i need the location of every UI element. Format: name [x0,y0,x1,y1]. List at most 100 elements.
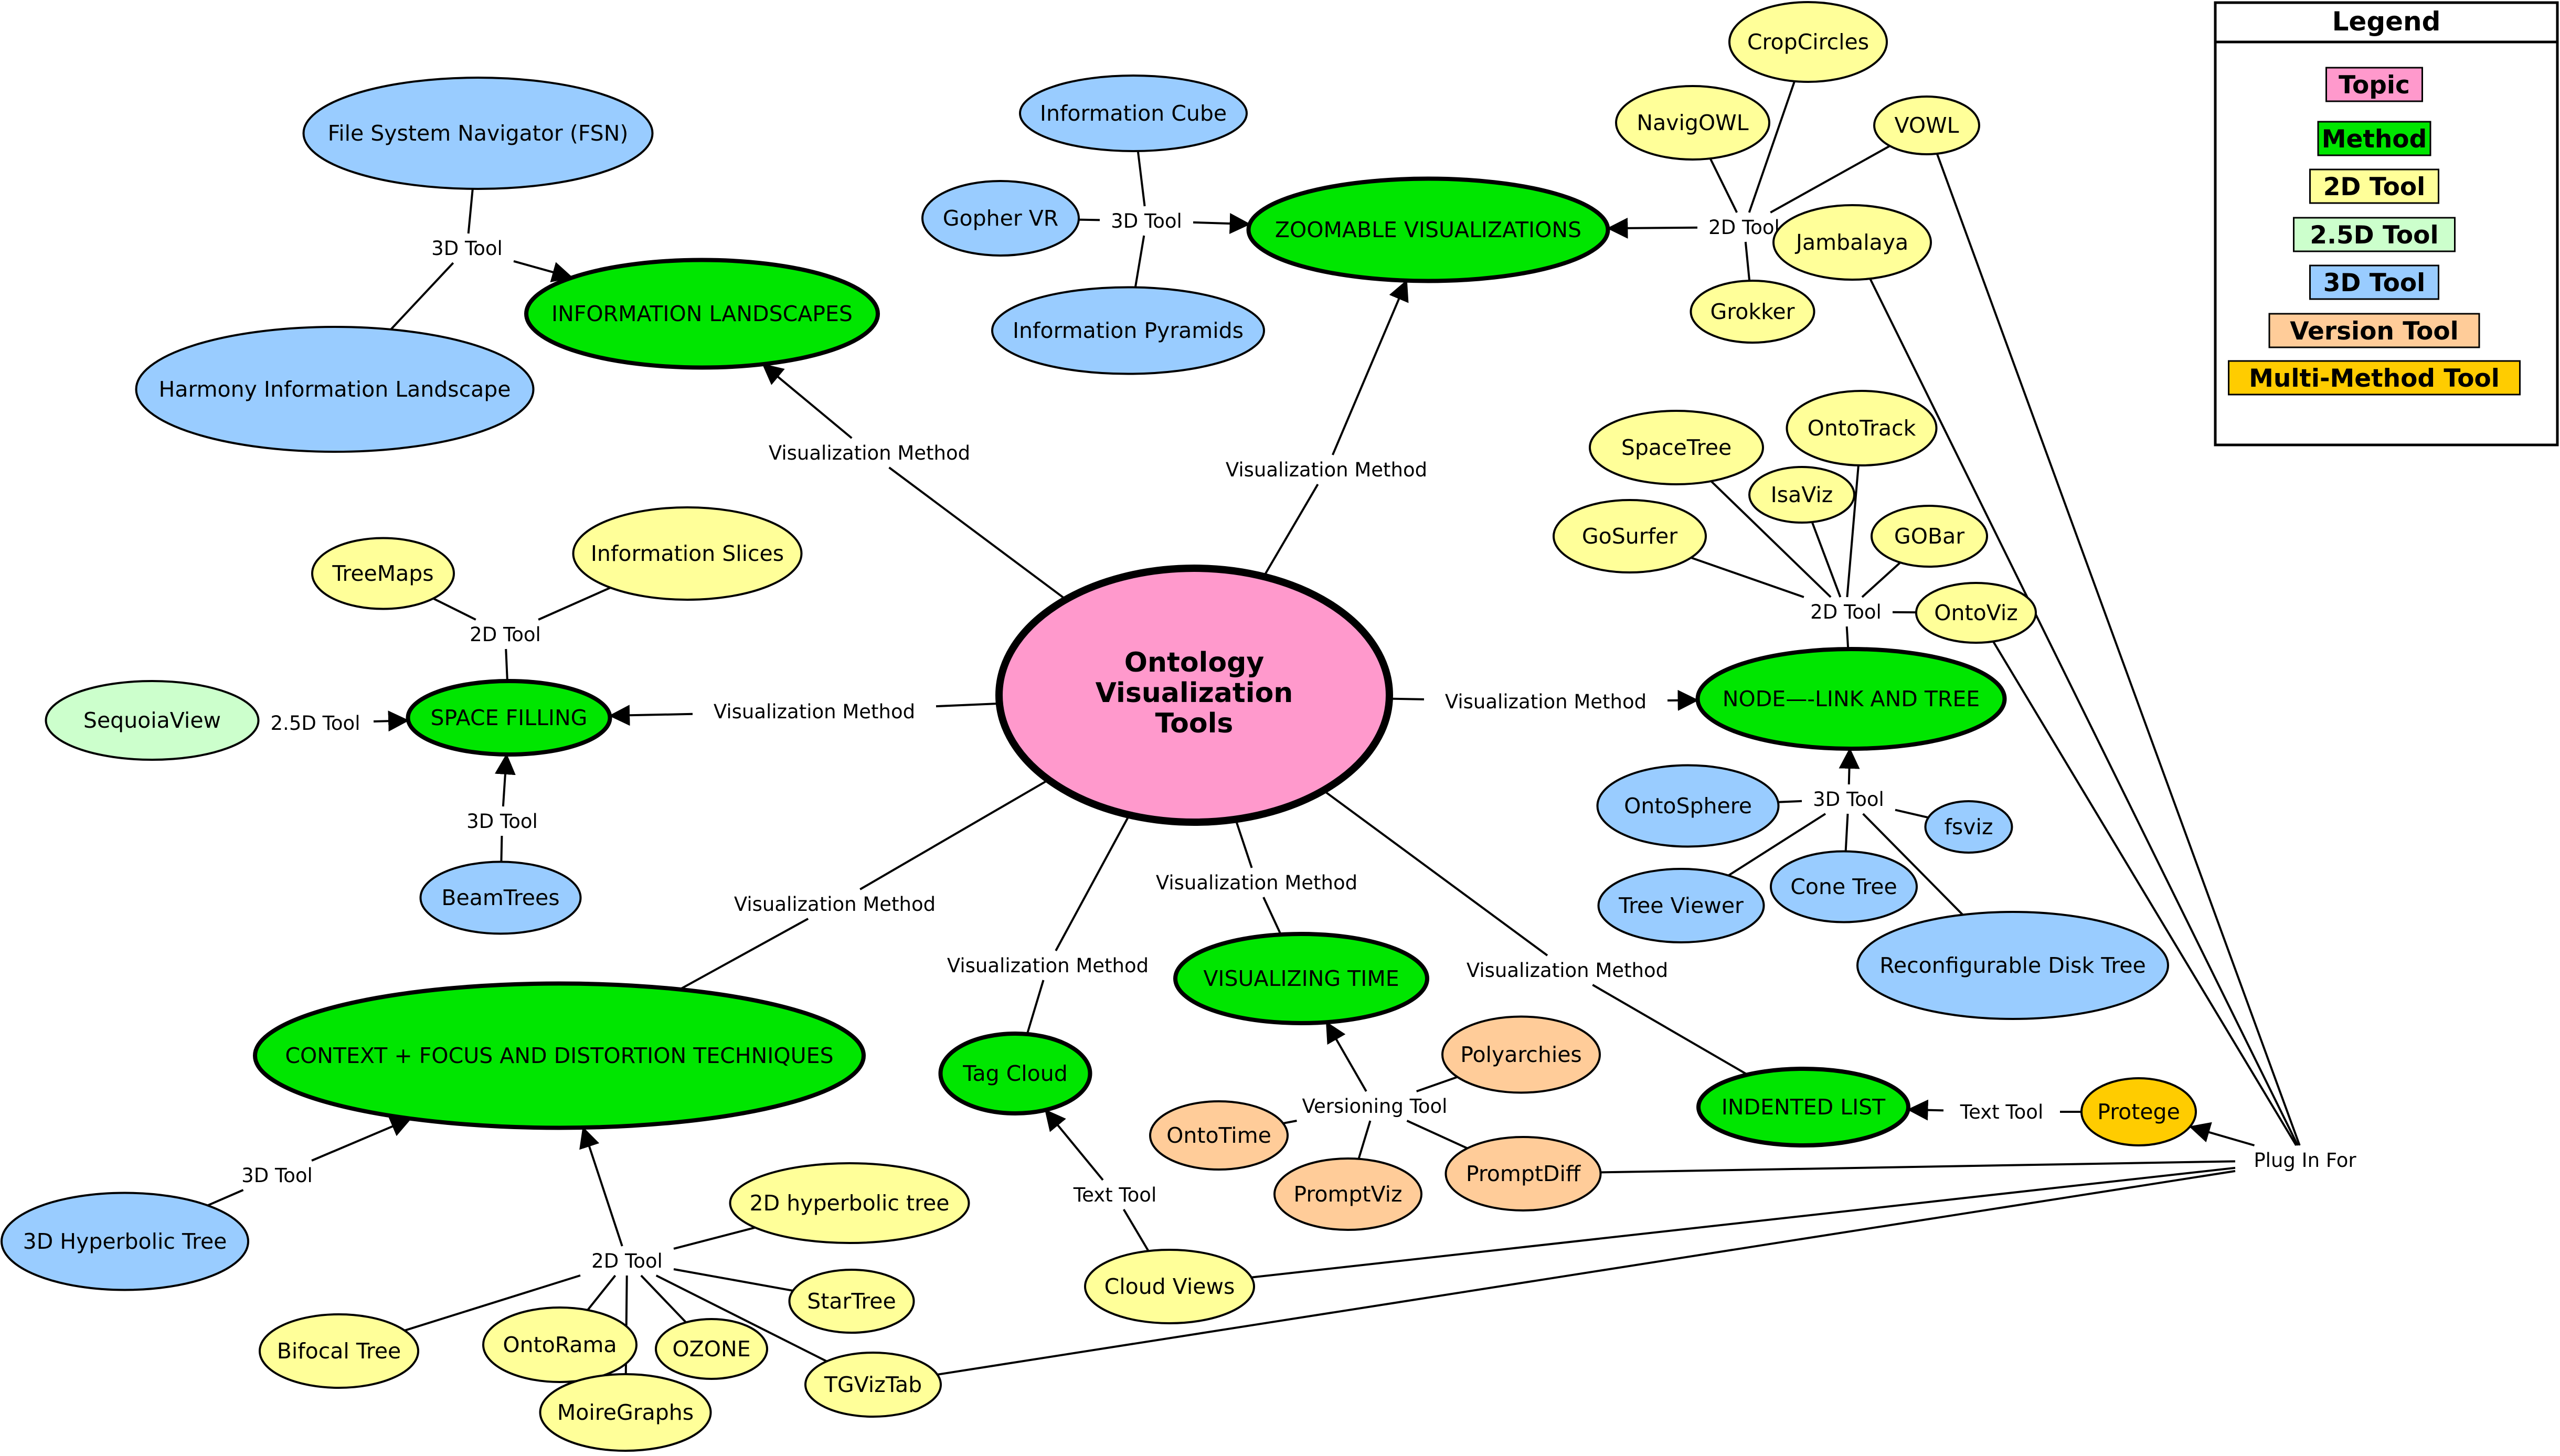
node-fsviz[interactable]: fsviz [1924,800,2013,854]
node-label-navigowl: NavigOWL [1637,110,1748,135]
link-label-t3d_context: 3D Tool [241,1164,313,1187]
link-label-bg-vm_zoomable [1206,456,1447,483]
node-cloudviews[interactable]: Cloud Views [1084,1249,1255,1324]
link-label-text_tagcloud: Text Tool [1073,1184,1156,1206]
node-label-beamtrees: BeamTrees [441,885,559,910]
node-vowl[interactable]: VOWL [1873,95,1980,155]
node-polyarchies[interactable]: Polyarchies [1441,1015,1601,1094]
node-treeviewer[interactable]: Tree Viewer [1597,868,1765,943]
node-gopher[interactable]: Gopher VR [921,180,1080,257]
node-vistime[interactable]: VISUALIZING TIME [1173,932,1429,1025]
connector-t3d_zoomable-zoomable [1193,213,1251,235]
node-shape-jambalaya [1772,204,1932,281]
node-isaviz[interactable]: IsaViz [1748,466,1855,524]
connector-navigowl-t2d_zoomable [1709,158,1738,213]
node-jambalaya[interactable]: Jambalaya [1772,204,1932,281]
node-shape-indented [1696,1067,1910,1147]
node-label-treeviewer: Tree Viewer [1618,893,1744,918]
node-ontotime[interactable]: OntoTime [1149,1100,1289,1171]
node-shape-hyp3d [1,1192,249,1291]
link-label-bg-t25d_spacefill [258,709,373,737]
node-gobar[interactable]: GOBar [1871,505,1988,568]
node-spacetree[interactable]: SpaceTree [1589,410,1764,485]
node-hyp3d[interactable]: 3D Hyperbolic Tree [1,1192,249,1291]
node-shape-hyp2d [729,1162,970,1244]
node-ontoviz[interactable]: OntoViz [1915,582,2037,644]
connector-center-vm_spacefill [936,702,1000,708]
node-ontotrack[interactable]: OntoTrack [1786,390,1938,466]
node-protege[interactable]: Protege [2080,1077,2197,1146]
node-gosurfer[interactable]: GoSurfer [1553,499,1707,573]
node-infopyr[interactable]: Information Pyramids [991,286,1265,375]
node-zoomable[interactable]: ZOOMABLE VISUALIZATIONS [1246,176,1610,283]
node-tgviz[interactable]: TGVizTab [804,1352,942,1418]
node-ontosphere[interactable]: OntoSphere [1596,764,1780,848]
node-label-promptdiff: PromptDiff [1466,1161,1581,1186]
link-label-bg-vm_landscapes [749,439,990,466]
node-beamtrees[interactable]: BeamTrees [419,860,582,935]
node-label-context: CONTEXT + FOCUS AND DISTORTION TECHNIQUE… [285,1043,833,1068]
connector-ozone-t2d_context [640,1274,687,1323]
node-label-cloudviews: Cloud Views [1104,1274,1235,1299]
node-sequoia[interactable]: SequoiaView [45,680,260,761]
link-label-bg-vm_nodelink [1425,688,1666,715]
connector-vm_indented-indented [1592,984,1748,1076]
node-hyp2d[interactable]: 2D hyperbolic tree [729,1162,970,1244]
connector-cropcircles-t2d_zoomable [1748,81,1796,213]
connector-t3d_landscapes-landscapes [513,260,573,282]
connector-center-vm_vistime [1234,819,1253,868]
node-shape-grokker [1690,280,1815,344]
node-label-ontorama: OntoRama [503,1332,617,1357]
node-indented[interactable]: INDENTED LIST [1696,1067,1910,1147]
node-spacefill[interactable]: SPACE FILLING [406,679,612,757]
node-shape-gobar [1871,505,1988,568]
connector-t2d_context-context [579,1126,623,1247]
node-label-cropcircles: CropCircles [1747,29,1869,55]
link-label-t2d_context: 2D Tool [591,1250,663,1272]
node-bifocal[interactable]: Bifocal Tree [259,1313,419,1389]
node-ontorama[interactable]: OntoRama [482,1306,638,1383]
node-tagcloud[interactable]: Tag Cloud [938,1032,1092,1115]
node-label-startree: StarTree [807,1289,896,1314]
node-landscapes[interactable]: INFORMATION LANDSCAPES [524,258,880,370]
node-label-zoomable: ZOOMABLE VISUALIZATIONS [1275,217,1581,242]
legend-item-tool25d: 2.5D Tool [2293,217,2456,252]
connector-cloudviews-plugin [1251,1166,2236,1279]
node-promptdiff[interactable]: PromptDiff [1444,1136,1602,1211]
node-label-vowl: VOWL [1895,113,1959,138]
node-grokker[interactable]: Grokker [1690,280,1815,344]
node-shape-isaviz [1748,466,1855,524]
node-cropcircles[interactable]: CropCircles [1728,1,1888,83]
connector-center-vm_indented [1322,789,1548,957]
node-moire[interactable]: MoireGraphs [539,1373,712,1452]
node-label-ontotime: OntoTime [1166,1123,1271,1148]
node-label-vistime: VISUALIZING TIME [1203,966,1399,991]
link-label-bg-plugin [2236,1146,2374,1174]
center-topic-node[interactable]: Ontology Visualization Tools [995,565,1393,826]
node-promptviz[interactable]: PromptViz [1273,1157,1422,1231]
connector-conetree-t3d_nodelink [1844,813,1849,852]
node-startree[interactable]: StarTree [788,1269,915,1334]
connector-t25d_spacefill-spacefill [373,710,410,732]
node-navigowl[interactable]: NavigOWL [1615,85,1770,161]
node-label-ontoviz: OntoViz [1934,600,2017,625]
link-label-bg-t3d_spacefill [456,807,548,835]
node-infocube[interactable]: Information Cube [1019,75,1248,152]
connector-plugin-protege [2189,1122,2255,1146]
node-label-sequoia: SequoiaView [83,708,221,733]
node-shape-nodelink [1695,647,2007,751]
node-context[interactable]: CONTEXT + FOCUS AND DISTORTION TECHNIQUE… [253,981,866,1130]
node-ozone[interactable]: OZONE [655,1318,768,1380]
center-label-line-2: Visualization [1096,677,1293,709]
node-harmony[interactable]: Harmony Information Landscape [135,326,535,453]
node-fsn[interactable]: File System Navigator (FSN) [302,77,654,190]
node-treemaps[interactable]: TreeMaps [311,537,455,610]
node-disktree[interactable]: Reconfigurable Disk Tree [1856,911,2169,1020]
node-label-promptviz: PromptViz [1293,1182,1402,1207]
node-infoslices[interactable]: Information Slices [572,506,803,601]
node-nodelink[interactable]: NODE—-LINK AND TREE [1695,647,2007,751]
node-conetree[interactable]: Cone Tree [1770,850,1918,923]
connector-ontotime-version_time [1283,1120,1297,1124]
legend-swatch-tool3d [2309,264,2439,300]
node-label-hyp2d: 2D hyperbolic tree [750,1191,950,1216]
